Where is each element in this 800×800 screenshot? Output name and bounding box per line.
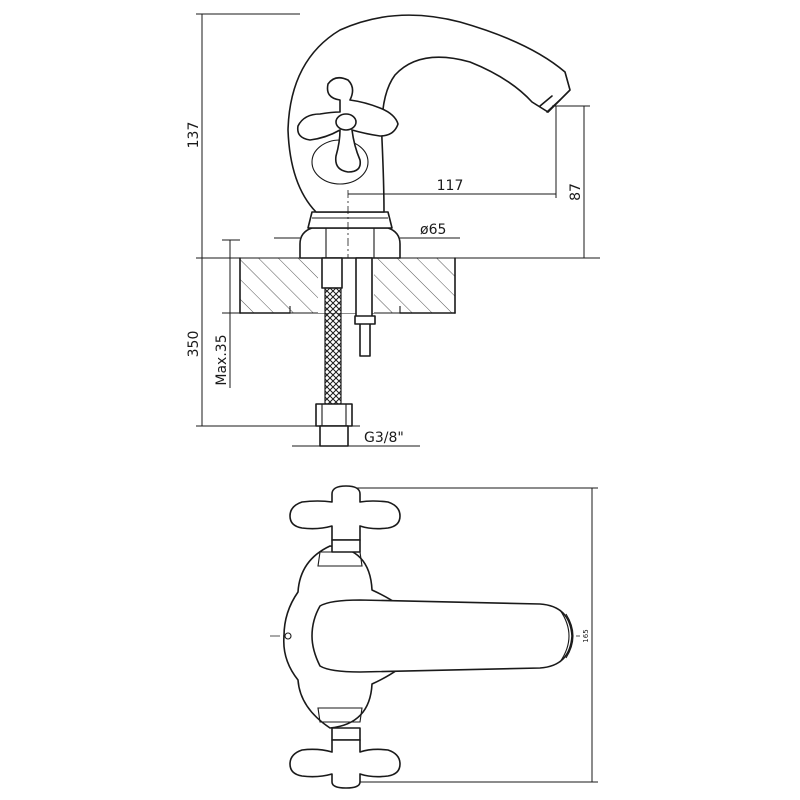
dimension-spout-reach: 117 — [348, 106, 557, 198]
dimension-base-diameter: ø65 — [274, 222, 460, 239]
dimension-hose-length: 350 — [186, 258, 316, 427]
hose-length-label: 350 — [186, 331, 202, 358]
dimension-spout-height: 87 — [552, 105, 590, 258]
top-cross-handle-upper — [289, 485, 401, 553]
max-counter-label: Max.35 — [214, 334, 230, 385]
dimension-top-width: 165 — [340, 487, 598, 783]
base-diameter-label: ø65 — [420, 222, 446, 238]
top-view: 165 — [270, 485, 598, 789]
supply-hoses — [315, 257, 376, 447]
thread-label: G3/8" — [364, 430, 404, 446]
faucet-base — [299, 211, 401, 259]
spout-height-label: 87 — [568, 183, 584, 201]
side-view: 137 87 117 ø65 350 — [186, 13, 600, 447]
countertop-section — [239, 257, 456, 314]
cross-handle-side — [296, 76, 399, 173]
top-width-label: 165 — [582, 629, 590, 642]
dimension-thread: G3/8" — [292, 425, 420, 447]
height-total-label: 137 — [186, 122, 202, 149]
spout-reach-label: 117 — [437, 178, 464, 194]
top-spout — [311, 599, 574, 673]
dimension-height-total: 137 — [186, 13, 600, 259]
top-cross-handle-lower — [289, 727, 401, 789]
dimension-max-counter: Max.35 — [214, 239, 240, 388]
